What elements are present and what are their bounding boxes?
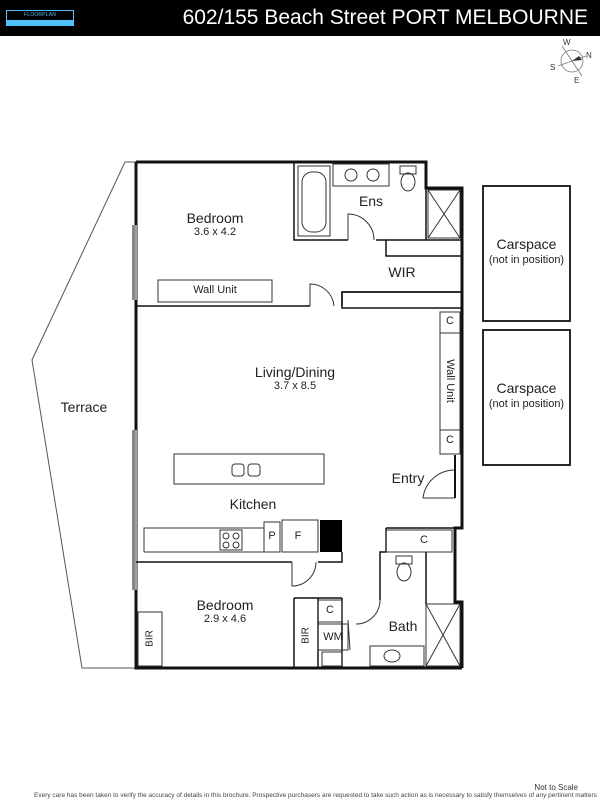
compass-s: S [550,63,555,72]
living-dims: 3.7 x 8.5 [273,380,317,392]
header-bar: FLOORPLAN DIMENSIONS 602/155 Beach Stree… [0,0,600,36]
shower-icon [427,189,461,239]
pantry-label: P [268,530,276,542]
carspace-1-outline [482,185,571,322]
disclaimer: Every care has been taken to verify the … [34,792,597,799]
entry-door [422,469,456,499]
bedroom1-label: Bedroom [186,210,244,226]
vanity-icon [332,163,390,187]
living-label: Living/Dining [254,364,336,380]
outer-walls [134,160,464,670]
washing-machine-label: WM [323,631,343,643]
bathtub-icon [297,165,331,237]
cupboard-2-label: C [446,434,454,446]
wall-unit-top [157,279,273,303]
ensuite-label: Ens [358,193,384,209]
compass-n: N [586,51,592,60]
cupboard-4-label: C [326,604,334,616]
bath-door [355,599,381,625]
compass-w: W [563,38,571,47]
carspace-2-outline [482,329,571,466]
compass-e: E [574,76,579,84]
bedroom1-dims: 3.6 x 4.2 [193,226,237,238]
bedroom-wir-walls [136,291,463,309]
bedroom2-dims: 2.9 x 4.6 [203,613,247,625]
cupboard-3-label: C [420,534,428,546]
bedroom-door [309,283,335,307]
kitchen-bench [143,519,319,553]
bir-right-label: BIR [300,627,312,644]
carspace-2-label: Carspace [496,380,557,396]
logo-bar [6,20,74,26]
bir-left [137,611,163,667]
laundry-door [347,619,351,651]
terrace-outline [31,161,136,669]
bath-label: Bath [388,618,418,634]
carspace-1-note: (not in position) [488,254,565,266]
cooktop-icon [219,529,243,551]
wall-unit-top-label: Wall Unit [193,284,237,296]
appliance-block [320,520,342,552]
kitchen-label: Kitchen [229,496,277,512]
bedroom2-label: Bedroom [196,597,254,613]
bathroom-fixtures [369,529,453,667]
entry-label: Entry [391,470,425,486]
bedroom2-walls [136,527,455,668]
carspace-2-note: (not in position) [488,398,565,410]
cupboard-1-label: C [446,315,454,327]
wall-unit-side-label: Wall Unit [444,359,456,403]
carspace-1-label: Carspace [496,236,557,252]
bedroom2-door [291,561,317,587]
bath-shower-icon [425,603,461,667]
page-title: 602/155 Beach Street PORT MELBOURNE [182,6,588,29]
kitchen-island [173,453,325,485]
bir-left-label: BIR [144,630,156,647]
compass-icon: W N S E [550,38,592,84]
wir-label: WIR [388,264,416,280]
toilet-icon [399,165,417,192]
terrace-label: Terrace [60,399,108,415]
laundry-area [317,599,349,667]
east-storage [439,311,461,455]
ensuite-walls [293,162,462,257]
fridge-label: F [294,530,302,542]
ensuite-door [347,213,375,241]
scale-note: Not to Scale [534,783,578,792]
